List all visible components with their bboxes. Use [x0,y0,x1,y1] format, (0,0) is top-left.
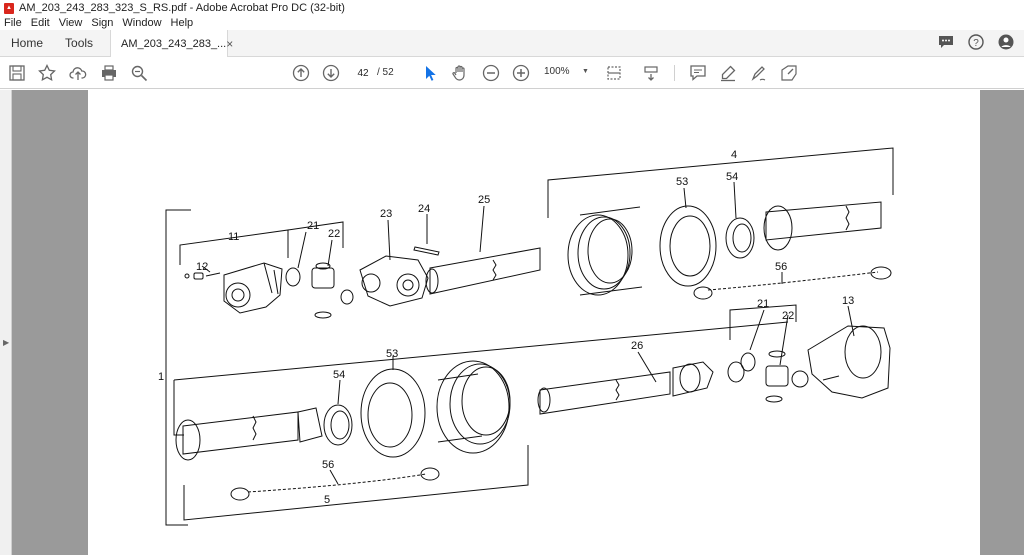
left-panel-toggle[interactable]: ▶ [0,90,12,555]
label-1: 1 [158,371,164,383]
highlight-pen-icon[interactable] [718,63,738,83]
label-53-bottom: 53 [386,348,398,360]
save-icon[interactable] [7,63,27,83]
exploded-parts-diagram: 1 4 5 11 12 13 21 21 22 22 23 24 25 26 5… [158,147,894,526]
tab-close-icon[interactable]: × [226,37,234,51]
menu-view[interactable]: View [58,17,83,29]
zoom-search-icon[interactable] [129,63,149,83]
label-5: 5 [324,494,330,506]
label-21-top: 21 [307,220,319,232]
label-26: 26 [631,340,643,352]
fill-sign-icon[interactable] [779,63,799,83]
acrobat-pdf-icon: ▲ [4,2,14,14]
zoom-in-icon[interactable] [511,63,531,83]
toolbar: 42 / 52 100% ▼ [0,57,1024,89]
document-viewer[interactable]: ▶ [0,90,1024,555]
zoom-level-select[interactable]: 100% [544,66,570,77]
sign-pen-icon[interactable] [749,63,769,83]
zoom-out-icon[interactable] [481,63,501,83]
label-53-top: 53 [676,176,688,188]
scroll-mode-icon[interactable] [641,63,661,83]
user-account-icon[interactable] [998,34,1014,53]
title-bar: ▲ AM_203_243_283_323_S_RS.pdf - Adobe Ac… [0,0,1024,16]
select-arrow-icon[interactable] [420,63,440,83]
previous-page-icon[interactable] [291,63,311,83]
pdf-page: 1 4 5 11 12 13 21 21 22 22 23 24 25 26 5… [88,90,980,555]
menu-window[interactable]: Window [122,17,162,29]
label-56-top: 56 [775,261,787,273]
add-comment-icon[interactable] [688,63,708,83]
tab-tools[interactable]: Tools [65,36,94,50]
label-54-bottom: 54 [333,369,345,381]
label-54-top: 54 [726,171,738,183]
menu-file[interactable]: File [4,17,22,29]
page-number-input[interactable]: 42 [352,64,374,82]
next-page-icon[interactable] [321,63,341,83]
label-23: 23 [380,208,392,220]
hand-tool-icon[interactable] [450,63,470,83]
zoom-chevron-down-icon[interactable]: ▼ [582,68,589,75]
label-22-bottom: 22 [782,310,794,322]
chevron-right-icon[interactable]: ▶ [3,338,10,347]
label-21-bottom: 21 [757,298,769,310]
toolbar-separator [674,65,675,81]
page-total: / 52 [377,67,394,78]
window-title: AM_203_243_283_323_S_RS.pdf - Adobe Acro… [19,2,345,14]
menu-sign[interactable]: Sign [91,17,114,29]
label-11: 11 [228,231,239,243]
label-25: 25 [478,194,490,206]
tab-document-label: AM_203_243_283_... [121,38,227,50]
bookmark-star-icon[interactable] [37,63,57,83]
label-24: 24 [418,203,430,215]
label-22-top: 22 [328,228,340,240]
menu-help[interactable]: Help [170,17,194,29]
menu-bar: File Edit View Sign Window Help [0,16,1024,30]
menu-edit[interactable]: Edit [30,17,50,29]
tabbar-actions: ? [938,30,1024,56]
svg-text:?: ? [973,38,979,49]
tab-document[interactable]: AM_203_243_283_... × [110,30,233,58]
label-12: 12 [196,261,208,273]
fit-page-icon[interactable] [604,63,624,83]
label-56-bottom: 56 [322,459,334,471]
print-icon[interactable] [99,63,119,83]
tab-home[interactable]: Home [11,36,44,50]
label-4: 4 [731,149,737,161]
help-icon[interactable]: ? [968,33,984,53]
tab-bar: Home Tools AM_203_243_283_... × ? [0,30,1024,58]
comment-bubble-icon[interactable] [938,35,954,52]
upload-cloud-icon[interactable] [68,63,88,83]
label-13: 13 [842,295,854,307]
